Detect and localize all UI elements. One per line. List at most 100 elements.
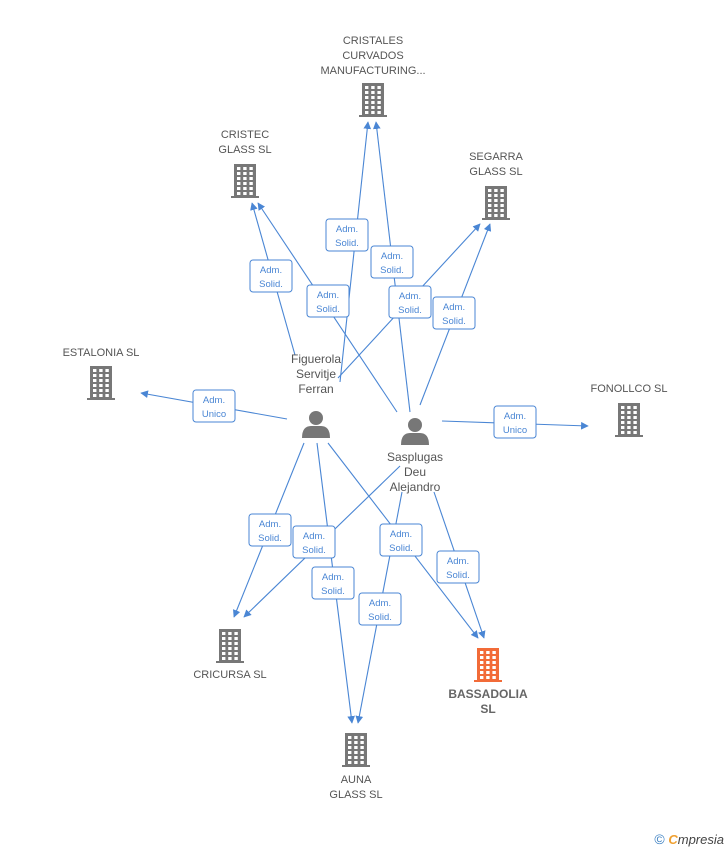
role-badge-box	[493, 405, 537, 439]
role-badge-text: Solid.	[398, 305, 422, 316]
role-badge-box	[432, 296, 476, 330]
person-label-line: Servitje	[296, 367, 336, 381]
company-label-line: ESTALONIA SL	[63, 347, 140, 359]
building-icon	[87, 366, 115, 400]
role-badge-text: Solid.	[259, 279, 283, 290]
building-icon	[216, 629, 244, 663]
role-badge-text: Adm.	[336, 224, 358, 235]
role-badge-text: Adm.	[260, 265, 282, 276]
role-badge-text: Solid.	[380, 265, 404, 276]
company-label-line: SL	[480, 702, 495, 716]
relation-edge-p1-c1	[339, 121, 372, 383]
role-badge[interactable]: Adm. Unico	[493, 405, 537, 439]
company-node[interactable]	[342, 733, 370, 767]
building-icon	[482, 186, 510, 220]
role-badge[interactable]: Adm. Solid.	[358, 592, 402, 626]
company-label-line: AUNA	[341, 774, 372, 786]
company-node[interactable]	[482, 186, 510, 220]
company-label-line: GLASS SL	[329, 789, 382, 801]
building-icon	[615, 403, 643, 437]
role-badge-text: Unico	[202, 409, 226, 420]
role-badge-text: Adm.	[390, 529, 412, 540]
person-label-line: Deu	[404, 465, 426, 479]
role-badge[interactable]: Adm. Solid.	[248, 513, 292, 547]
role-badge[interactable]: Adm. Solid.	[370, 245, 414, 279]
person-label-line: Alejandro	[390, 480, 441, 494]
company-label-line: CRICURSA SL	[193, 669, 266, 681]
roles-layer: Adm. Solid. Adm. Solid. Adm. Solid. Adm. Solid.…	[192, 218, 537, 626]
company-label-line: BASSADOLIA	[448, 687, 528, 701]
company-label-line: MANUFACTURING...	[320, 65, 425, 77]
role-badge[interactable]: Adm.Solid.	[306, 284, 350, 318]
role-badge[interactable]: Adm. Solid.	[249, 259, 293, 293]
role-badge-box	[311, 566, 355, 600]
role-badge-box	[325, 218, 369, 252]
role-badge-text: Solid.	[368, 612, 392, 623]
role-badge-text: Unico	[503, 425, 527, 436]
role-badge-text: Solid.	[442, 316, 466, 327]
role-badge-text: Adm.	[369, 598, 391, 609]
role-badge[interactable]: Adm. Solid.	[325, 218, 369, 252]
role-badge-text: Solid.	[302, 545, 326, 556]
person-icon	[401, 418, 429, 445]
company-label-line: SEGARRA	[469, 151, 523, 163]
role-badge[interactable]: Adm.Solid.	[432, 296, 476, 330]
role-badge-box	[248, 513, 292, 547]
role-badge-box	[379, 523, 423, 557]
role-badge-box	[388, 285, 432, 319]
person-node[interactable]	[302, 411, 330, 438]
role-badge-text: Adm.	[381, 251, 403, 262]
role-badge-text: Adm.	[504, 411, 526, 422]
role-badge[interactable]: Adm. Solid.	[292, 525, 336, 559]
company-node[interactable]	[231, 164, 259, 198]
role-badge-text: Solid.	[321, 586, 345, 597]
role-badge[interactable]: Adm. Solid.	[311, 566, 355, 600]
company-label-line: CRISTALES	[343, 35, 403, 47]
person-label-line: Figuerola	[291, 352, 341, 366]
company-node[interactable]	[87, 366, 115, 400]
role-badge-text: Adm.	[322, 572, 344, 583]
building-icon	[359, 83, 387, 117]
building-icon	[474, 648, 502, 682]
company-node[interactable]	[359, 83, 387, 117]
role-badge-text: Adm.	[259, 519, 281, 530]
role-badge-text: Solid.	[316, 304, 340, 315]
company-node[interactable]	[615, 403, 643, 437]
role-badge-text: Solid.	[335, 238, 359, 249]
role-badge-text: Solid.	[446, 570, 470, 581]
role-badge[interactable]: Adm. Solid.	[436, 550, 480, 584]
company-node[interactable]	[474, 648, 502, 682]
role-badge[interactable]: Adm.Solid.	[379, 523, 423, 557]
role-badge-box	[192, 389, 236, 423]
brand-logo-initial: C	[668, 832, 678, 847]
role-badge[interactable]: Adm. Solid.	[388, 285, 432, 319]
nodes-layer: CRISTALES CURVADOS MANUFACTURING... CRISTEC…	[63, 35, 668, 801]
role-badge-box	[358, 592, 402, 626]
building-icon	[231, 164, 259, 198]
company-node[interactable]	[216, 629, 244, 663]
role-badge-text: Adm.	[399, 291, 421, 302]
role-badge-box	[436, 550, 480, 584]
company-label-line: CURVADOS	[342, 50, 403, 62]
person-label-line: Ferran	[298, 382, 333, 396]
role-badge[interactable]: Adm. Unico	[192, 389, 236, 423]
footer-brand[interactable]: © Cmpresia	[654, 831, 724, 847]
company-label-line: GLASS SL	[469, 166, 522, 178]
building-icon	[342, 733, 370, 767]
role-badge-text: Solid.	[258, 533, 282, 544]
company-label-line: CRISTEC	[221, 129, 269, 141]
brand-logo-text: mpresia	[677, 832, 724, 847]
person-node[interactable]	[401, 418, 429, 445]
copyright-symbol: ©	[654, 831, 665, 847]
role-badge-text: Adm.	[303, 531, 325, 542]
role-badge-box	[249, 259, 293, 293]
role-badge-box	[370, 245, 414, 279]
company-label-line: GLASS SL	[218, 144, 271, 156]
person-icon	[302, 411, 330, 438]
role-badge-text: Adm.	[203, 395, 225, 406]
role-badge-box	[292, 525, 336, 559]
role-badge-box	[306, 284, 350, 318]
person-label-line: Sasplugas	[387, 450, 443, 464]
role-badge-text: Adm.	[447, 556, 469, 567]
